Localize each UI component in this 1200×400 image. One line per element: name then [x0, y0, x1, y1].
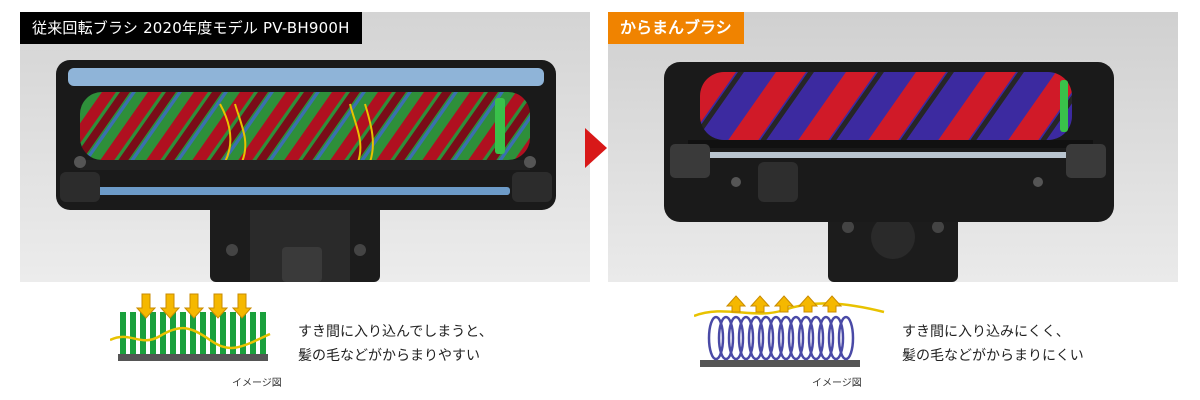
- right-caption-line-1: すき間に入り込みにくく、: [902, 324, 1070, 340]
- left-caption-line-1: すき間に入り込んでしまうと、: [298, 324, 493, 340]
- conventional-bristle-illustration: [109, 290, 280, 374]
- left-image-note: イメージ図: [232, 378, 282, 389]
- coil-bristles-diagram: [693, 295, 885, 367]
- left-caption-line-2: 髪の毛などがからまりやすい: [298, 348, 480, 364]
- tangled-bristles-diagram: [109, 293, 271, 361]
- conventional-brush-photo: [20, 12, 590, 282]
- conventional-brush-caption: すき間に入り込んでしまうと、 髪の毛などがからまりやすい: [298, 320, 493, 368]
- conventional-brush-label: 従来回転ブラシ 2020年度モデル PV-BH900H: [20, 12, 362, 44]
- karaman-brush-caption: すき間に入り込みにくく、 髪の毛などがからまりにくい: [902, 320, 1084, 368]
- conventional-brush-photo-panel: 従来回転ブラシ 2020年度モデル PV-BH900H: [20, 12, 590, 282]
- right-image-note: イメージ図: [812, 378, 862, 389]
- karaman-brush-label: からまんブラシ: [608, 12, 744, 44]
- karaman-brush-photo: [608, 12, 1178, 282]
- right-caption-line-2: 髪の毛などがからまりにくい: [902, 348, 1084, 364]
- karaman-brush-photo-panel: からまんブラシ: [608, 12, 1178, 282]
- comparison-arrow-icon: [585, 128, 607, 168]
- karaman-coil-illustration: [693, 290, 894, 374]
